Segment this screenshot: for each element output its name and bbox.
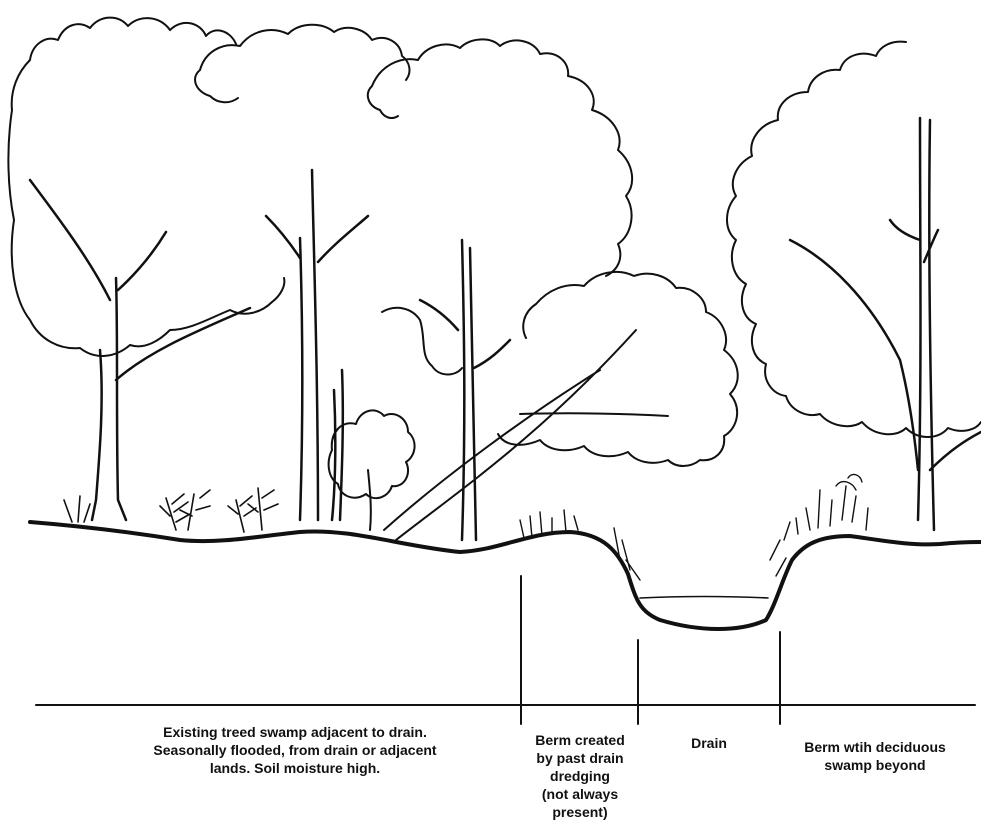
trunk-center-left xyxy=(264,168,370,522)
label-treed-swamp: Existing treed swamp adjacent to drain. … xyxy=(153,724,437,776)
canopy-left xyxy=(7,16,273,357)
label-berm-deciduous: Berm wtih deciduous swamp beyond xyxy=(804,739,946,773)
leaning-trunk xyxy=(383,329,669,541)
label-drain: Drain xyxy=(691,735,727,751)
grass-tuft-right xyxy=(835,473,863,491)
canopy-right xyxy=(726,40,981,438)
label-berm-dredging: Berm created by past drain dredging (not… xyxy=(535,732,625,820)
ground-profile xyxy=(28,520,981,631)
grass-berm xyxy=(519,485,869,581)
canopy-right-mid xyxy=(497,270,739,467)
trunk-center xyxy=(418,238,512,542)
water-surface xyxy=(639,595,769,599)
fern-left xyxy=(63,487,279,533)
trunk-right xyxy=(788,116,981,532)
shrub-center xyxy=(327,409,416,531)
canopy-center-left xyxy=(194,23,411,303)
trunk-left xyxy=(28,178,252,522)
canopy-center xyxy=(366,38,634,376)
